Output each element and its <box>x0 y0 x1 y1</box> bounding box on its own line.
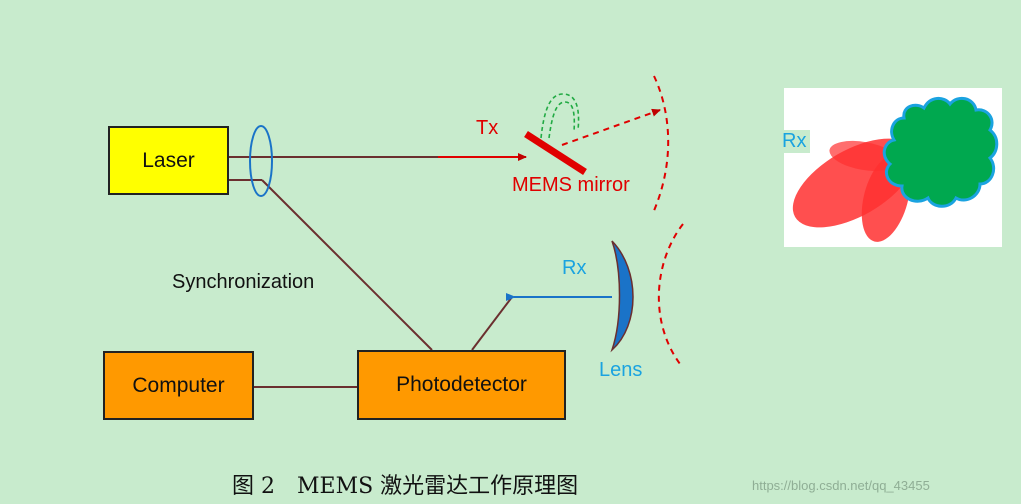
rx-return-line <box>471 296 513 351</box>
target-arc-upper <box>652 75 670 214</box>
mems-mirror-bar <box>524 131 587 175</box>
computer-label: Computer <box>132 373 225 397</box>
watermark: https://blog.csdn.net/qq_43455 <box>752 478 930 493</box>
lens-label: Lens <box>599 359 643 381</box>
rx-label: Rx <box>562 257 587 279</box>
figure-caption: 图 2 MEMS 激光雷达工作原理图 <box>232 474 579 499</box>
target-arc-lower <box>657 223 684 365</box>
photodetector-label: Photodetector <box>396 373 527 396</box>
sync-line <box>261 179 433 351</box>
radiation-pattern-inset <box>784 88 1002 247</box>
laser-label: Laser <box>142 148 195 172</box>
collimating-lens <box>249 125 273 197</box>
tx-label: Tx <box>476 117 499 139</box>
receiving-lens <box>610 240 634 353</box>
reflected-beam-dashed <box>561 108 661 146</box>
target-blob <box>882 96 999 208</box>
radiation-pattern-graphic <box>792 96 999 242</box>
synchronization-label: Synchronization <box>172 271 315 293</box>
mirror-oscillation-trace <box>540 93 580 139</box>
photodetector-box: Photodetector <box>357 350 566 420</box>
mems-mirror-label: MEMS mirror <box>512 174 630 196</box>
laser-box: Laser <box>108 126 229 195</box>
inset-rx-label: Rx <box>778 130 811 153</box>
computer-box: Computer <box>103 351 254 420</box>
